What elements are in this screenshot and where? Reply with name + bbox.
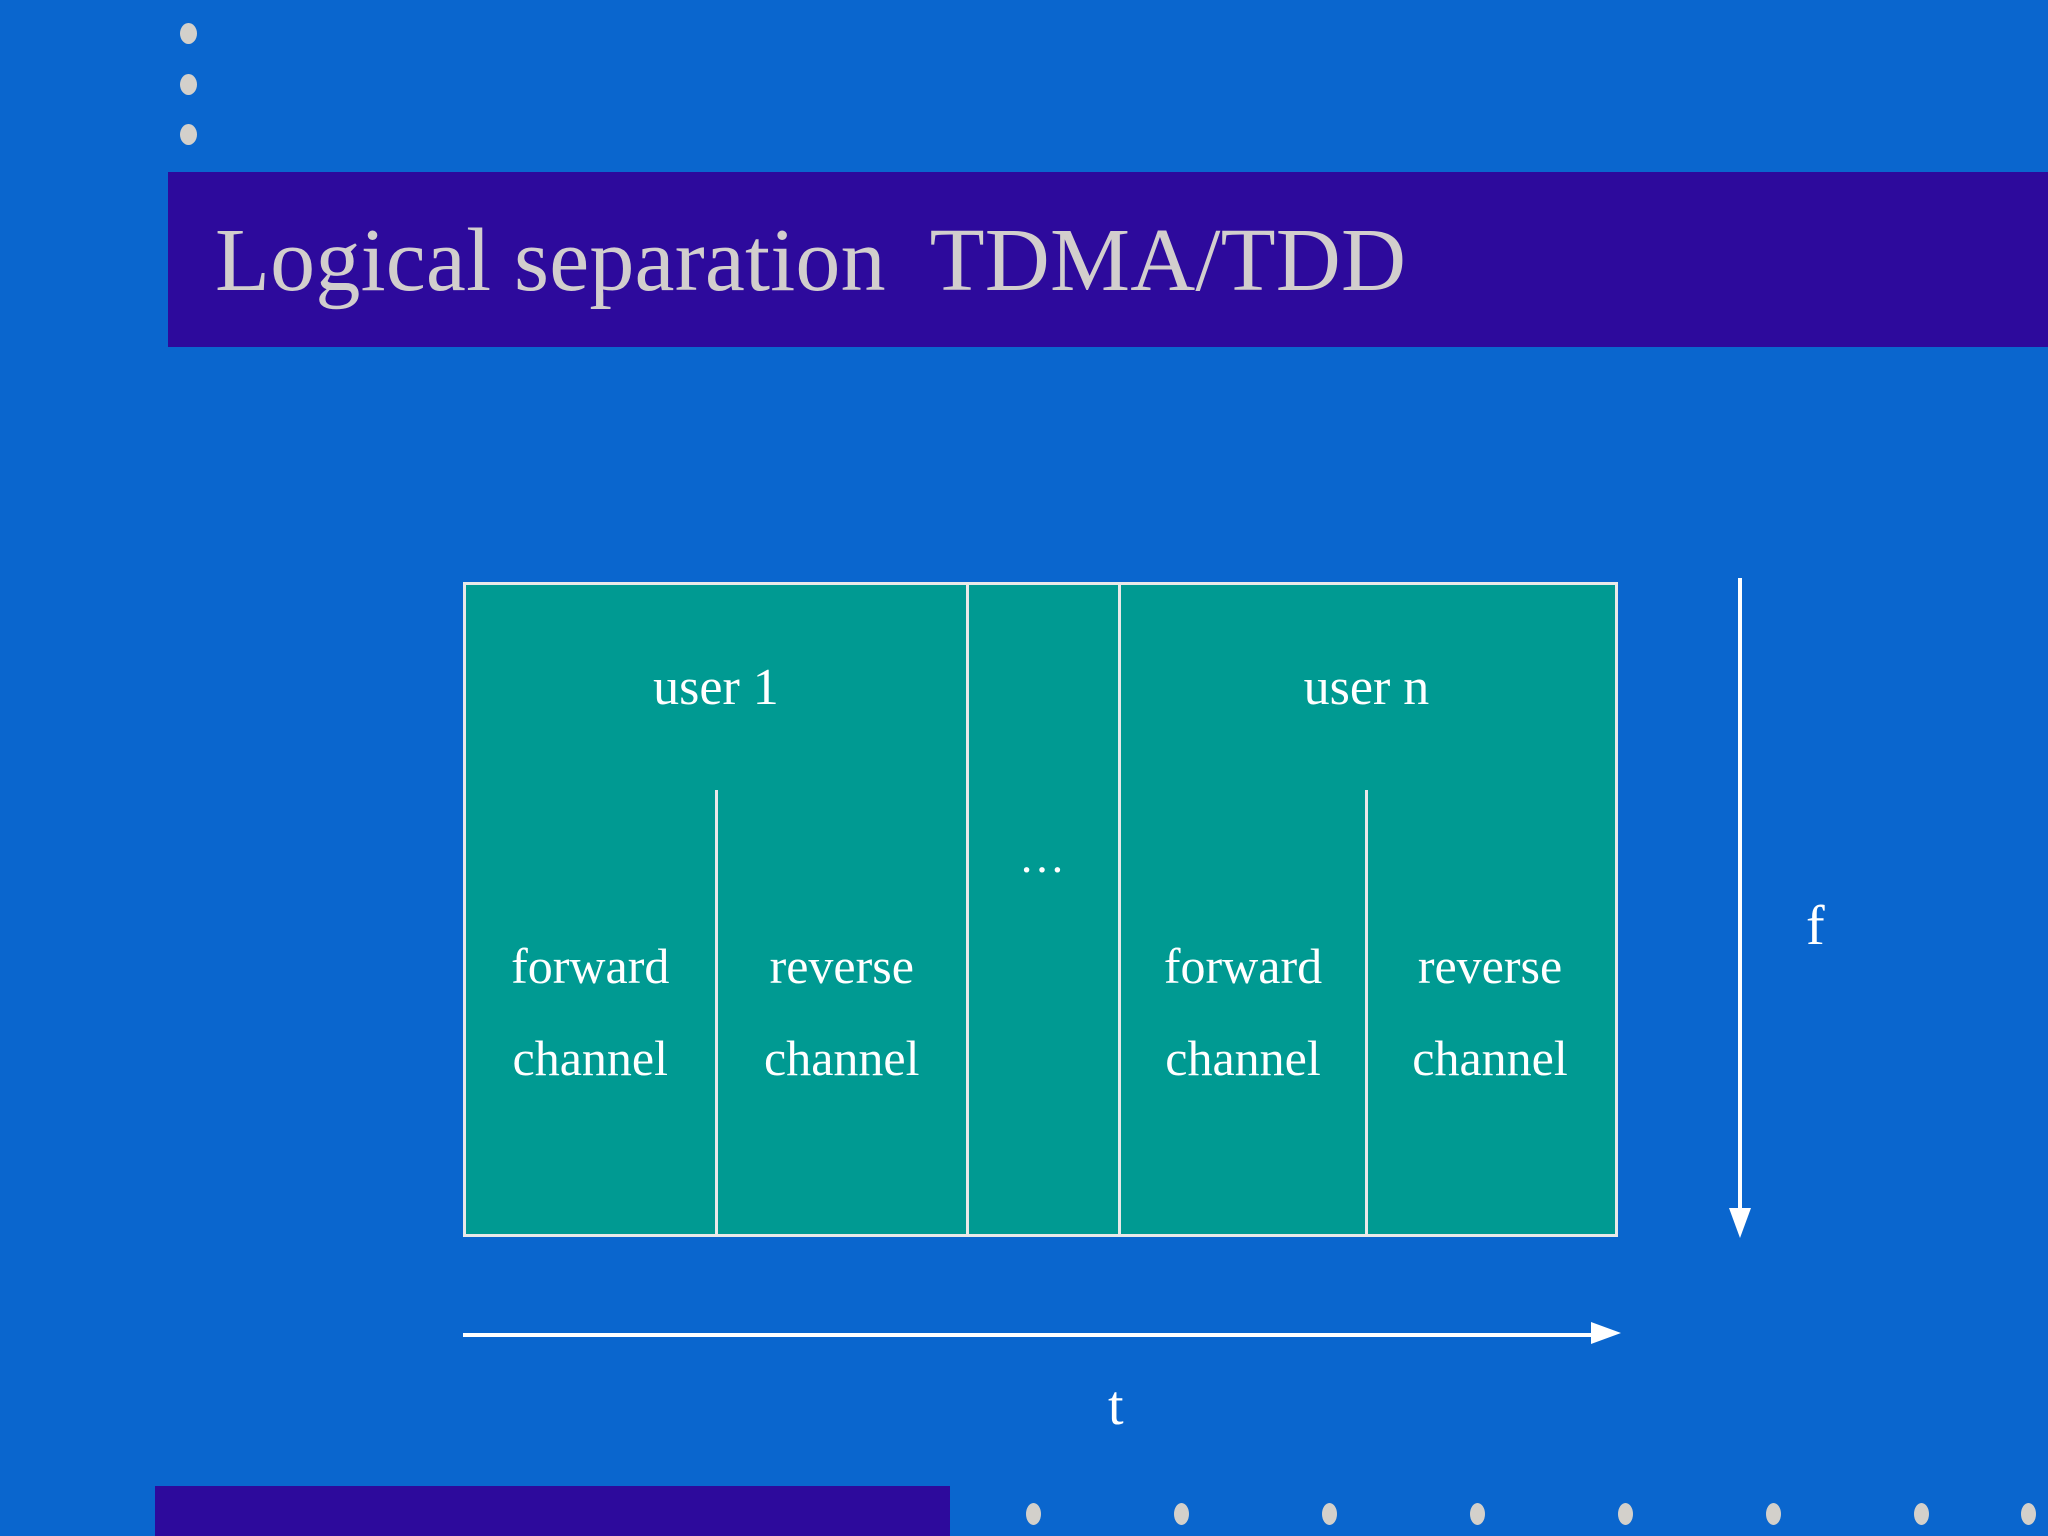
- reverse-channel-cell-user-1: reverse channel: [714, 790, 967, 1234]
- ellipsis-gap-block: …: [966, 585, 1121, 1234]
- reverse-channel-line-2: channel: [764, 1030, 920, 1086]
- forward-channel-line-1: forward: [511, 937, 670, 994]
- footer-dot-7: [1914, 1503, 1929, 1525]
- frequency-axis-label: f: [1806, 895, 1825, 957]
- forward-channel-cell-user-1: forward channel: [466, 790, 715, 1234]
- ellipsis-icon: …: [1019, 831, 1068, 882]
- frequency-axis-arrow-icon: [1729, 578, 1751, 1238]
- forward-channel-line-2: channel: [512, 1030, 668, 1086]
- user-block-n: user n forward channel reverse channel: [1121, 585, 1612, 1234]
- footer-dot-1: [1026, 1503, 1041, 1525]
- forward-channel-cell-user-n: forward channel: [1121, 790, 1365, 1234]
- forward-channel-line-2: channel: [1165, 1030, 1321, 1086]
- channel-row-user-n: forward channel reverse channel: [1121, 790, 1612, 1234]
- footer-bar: [155, 1486, 950, 1536]
- channel-row-user-1: forward channel reverse channel: [466, 790, 966, 1234]
- user-block-1: user 1 forward channel reverse channel: [466, 585, 966, 1234]
- time-axis-arrowhead: [1591, 1322, 1621, 1344]
- reverse-channel-line-2: channel: [1412, 1030, 1568, 1086]
- footer-dot-5: [1618, 1503, 1633, 1525]
- time-axis-label: t: [1108, 1375, 1124, 1437]
- reverse-channel-line-1: reverse: [1417, 937, 1563, 994]
- user-label-1: user 1: [653, 659, 779, 716]
- footer-dot-8: [2021, 1503, 2036, 1525]
- forward-channel-line-1: forward: [1163, 937, 1323, 994]
- footer-dot-2: [1174, 1503, 1189, 1525]
- title-band: [168, 172, 2048, 347]
- frequency-axis-shaft: [1738, 578, 1742, 1218]
- footer-dot-4: [1470, 1503, 1485, 1525]
- reverse-channel-line-1: reverse: [769, 937, 914, 994]
- time-axis-shaft: [463, 1333, 1599, 1337]
- tdma-frame-table: user 1 forward channel reverse channel …: [463, 582, 1618, 1237]
- bullet-dot-3: [180, 124, 197, 145]
- bullet-dot-1: [180, 23, 197, 44]
- gap-channel-row: …: [969, 790, 1118, 1234]
- gap-spacer: [969, 585, 1118, 790]
- page-title: Logical separation TDMA/TDD: [215, 211, 1407, 310]
- footer-dot-3: [1322, 1503, 1337, 1525]
- bullet-dot-2: [180, 74, 197, 95]
- footer-dot-6: [1766, 1503, 1781, 1525]
- frequency-axis-arrowhead: [1729, 1208, 1751, 1238]
- user-label-n: user n: [1303, 659, 1430, 716]
- time-axis-arrow-icon: [463, 1322, 1623, 1344]
- reverse-channel-cell-user-n: reverse channel: [1365, 790, 1612, 1234]
